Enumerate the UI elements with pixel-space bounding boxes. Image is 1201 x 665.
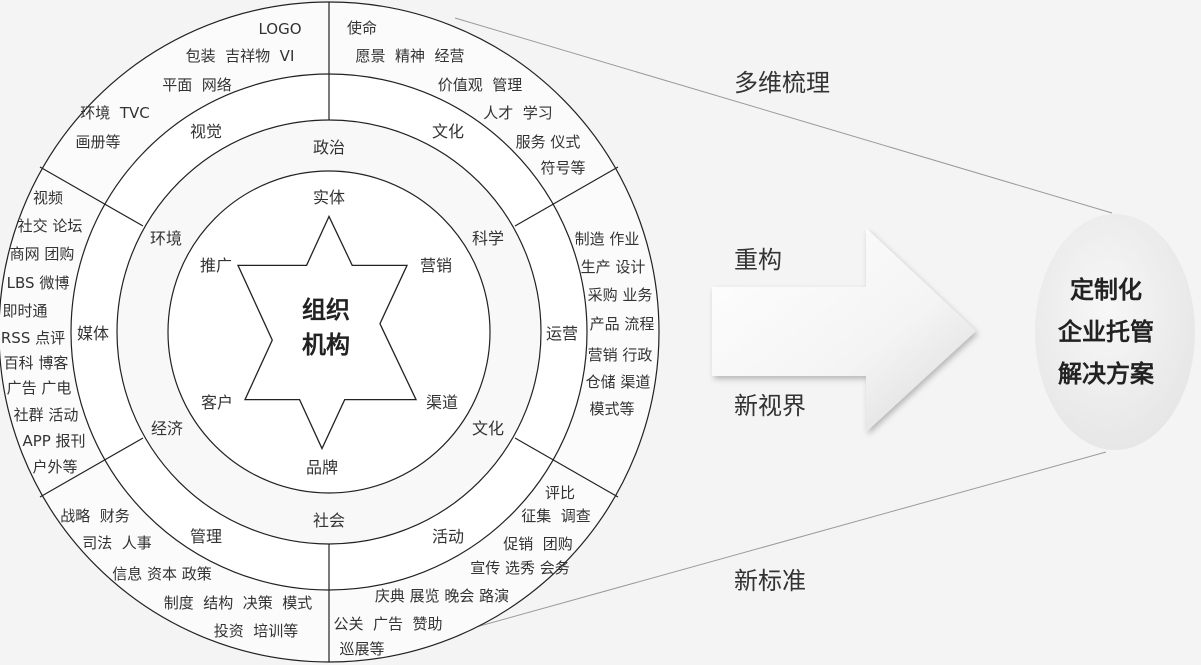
segment-dividers: [39, 2, 619, 662]
segment-item: 广告 广电: [7, 379, 72, 397]
ring-label-activity: 活动: [432, 527, 464, 546]
segment-item: 户外等: [32, 458, 77, 476]
segment-item: 制造 作业: [575, 230, 640, 248]
connector-line-bottom: [457, 451, 1107, 633]
ring-label-management: 管理: [190, 527, 222, 546]
segment-item: 信息 资本 政策: [112, 565, 212, 583]
ring-label-culture: 文化: [432, 122, 464, 141]
side-label-new-vision: 新视界: [734, 392, 806, 420]
segment-item: 制度 结构 决策 模式: [164, 594, 313, 612]
core-label-line2: 机构: [302, 331, 350, 359]
segment-item: 百科 博客: [4, 354, 69, 372]
arrow-right-icon: [712, 228, 976, 432]
segment-item: 巡展等: [339, 640, 384, 658]
star-label-left-bottom: 客户: [201, 393, 233, 412]
goal-line1: 定制化: [1070, 276, 1142, 304]
segment-item: 投资 培训等: [214, 622, 299, 640]
segment-item: 社交 论坛: [18, 217, 83, 235]
segment-item: 宣传 选秀 会务: [470, 559, 570, 577]
segment-item: 商网 团购: [10, 245, 75, 263]
segment-management: 战略 财务 司法 人事 信息 资本 政策 制度 结构 决策 模式 投资 培训等: [60, 507, 312, 640]
segment-item: 平面 网络: [162, 76, 232, 94]
segment-item: 司法 人事: [82, 534, 152, 552]
segment-item: 营销 行政: [588, 346, 653, 364]
side-label-new-standard: 新标准: [734, 567, 806, 595]
segment-culture: 使命 愿景 精神 经营 价值观 管理 人才 学习 服务 仪式 符号等: [347, 19, 586, 177]
segment-item: 包装 吉祥物 VI: [186, 47, 295, 65]
ring-label-culture-2: 文化: [472, 419, 504, 438]
segment-item: 环境 TVC: [80, 104, 149, 122]
segment-item: 评比: [545, 484, 575, 502]
segment-item: 价值观 管理: [438, 76, 523, 94]
segment-item: 促销 团购: [503, 535, 573, 553]
star-label-right-bottom: 渠道: [426, 393, 458, 412]
segment-item: 生产 设计: [581, 258, 646, 276]
goal-line2: 企业托管: [1058, 318, 1154, 346]
segment-item: 符号等: [540, 159, 585, 177]
middle-ring-bottom: 社会: [313, 511, 345, 530]
segment-item: 模式等: [589, 400, 634, 418]
segment-item: 视频: [33, 189, 63, 207]
star-label-bottom: 品牌: [306, 458, 338, 477]
segment-item: LBS 微博: [7, 274, 70, 292]
ring-label-operation: 运营: [546, 324, 578, 343]
segment-item: RSS 点评: [1, 329, 65, 347]
connector-line-top: [454, 17, 1113, 214]
side-label-restructure: 重构: [734, 246, 782, 274]
segment-visual: LOGO 包装 吉祥物 VI 平面 网络 环境 TVC 画册等: [75, 20, 301, 151]
segment-item: 人才 学习: [483, 104, 553, 122]
ring-label-environment: 环境: [150, 229, 182, 248]
goal-line3: 解决方案: [1058, 360, 1155, 388]
segment-item: 画册等: [75, 133, 120, 151]
ring-label-visual: 视觉: [190, 122, 222, 141]
segment-item: 使命: [347, 19, 377, 37]
segment-operation: 制造 作业 生产 设计 采购 业务 产品 流程 营销 行政 仓储 渠道 模式等: [575, 230, 655, 418]
segment-item: 庆典 展览 晚会 路演: [375, 587, 509, 605]
star-label-left-top: 推广: [200, 256, 232, 275]
ring-label-science: 科学: [472, 229, 504, 248]
segment-media: 视频 社交 论坛 商网 团购 LBS 微博 即时通 RSS 点评 百科 博客 广…: [1, 189, 86, 476]
segment-item: 社群 活动: [14, 406, 79, 424]
ring-label-economy: 经济: [151, 419, 183, 438]
middle-ring-top: 政治: [313, 138, 345, 157]
segment-item: 愿景 精神 经营: [355, 47, 464, 65]
segment-activity: 评比 征集 调查 促销 团购 宣传 选秀 会务 庆典 展览 晚会 路演 公关 广…: [333, 484, 590, 658]
star-label-top: 实体: [313, 188, 345, 207]
ring-label-media: 媒体: [77, 324, 109, 343]
goal-ellipse: [1035, 214, 1195, 450]
segment-item: 服务 仪式: [516, 133, 581, 151]
star-label-right-top: 营销: [420, 256, 452, 275]
segment-item: 产品 流程: [590, 315, 655, 333]
segment-item: APP 报刊: [22, 432, 85, 450]
segment-item: 战略 财务: [60, 507, 130, 525]
core-label-line1: 组织: [302, 296, 350, 324]
star-icon: [236, 214, 418, 451]
segment-item: 公关 广告 赞助: [333, 615, 442, 633]
segment-item: 征集 调查: [521, 507, 591, 525]
segment-item: 采购 业务: [588, 286, 653, 304]
segment-item: 即时通: [2, 302, 47, 320]
side-label-sort: 多维梳理: [734, 69, 830, 97]
segment-item: 仓储 渠道: [586, 373, 651, 391]
segment-item: LOGO: [258, 20, 301, 38]
